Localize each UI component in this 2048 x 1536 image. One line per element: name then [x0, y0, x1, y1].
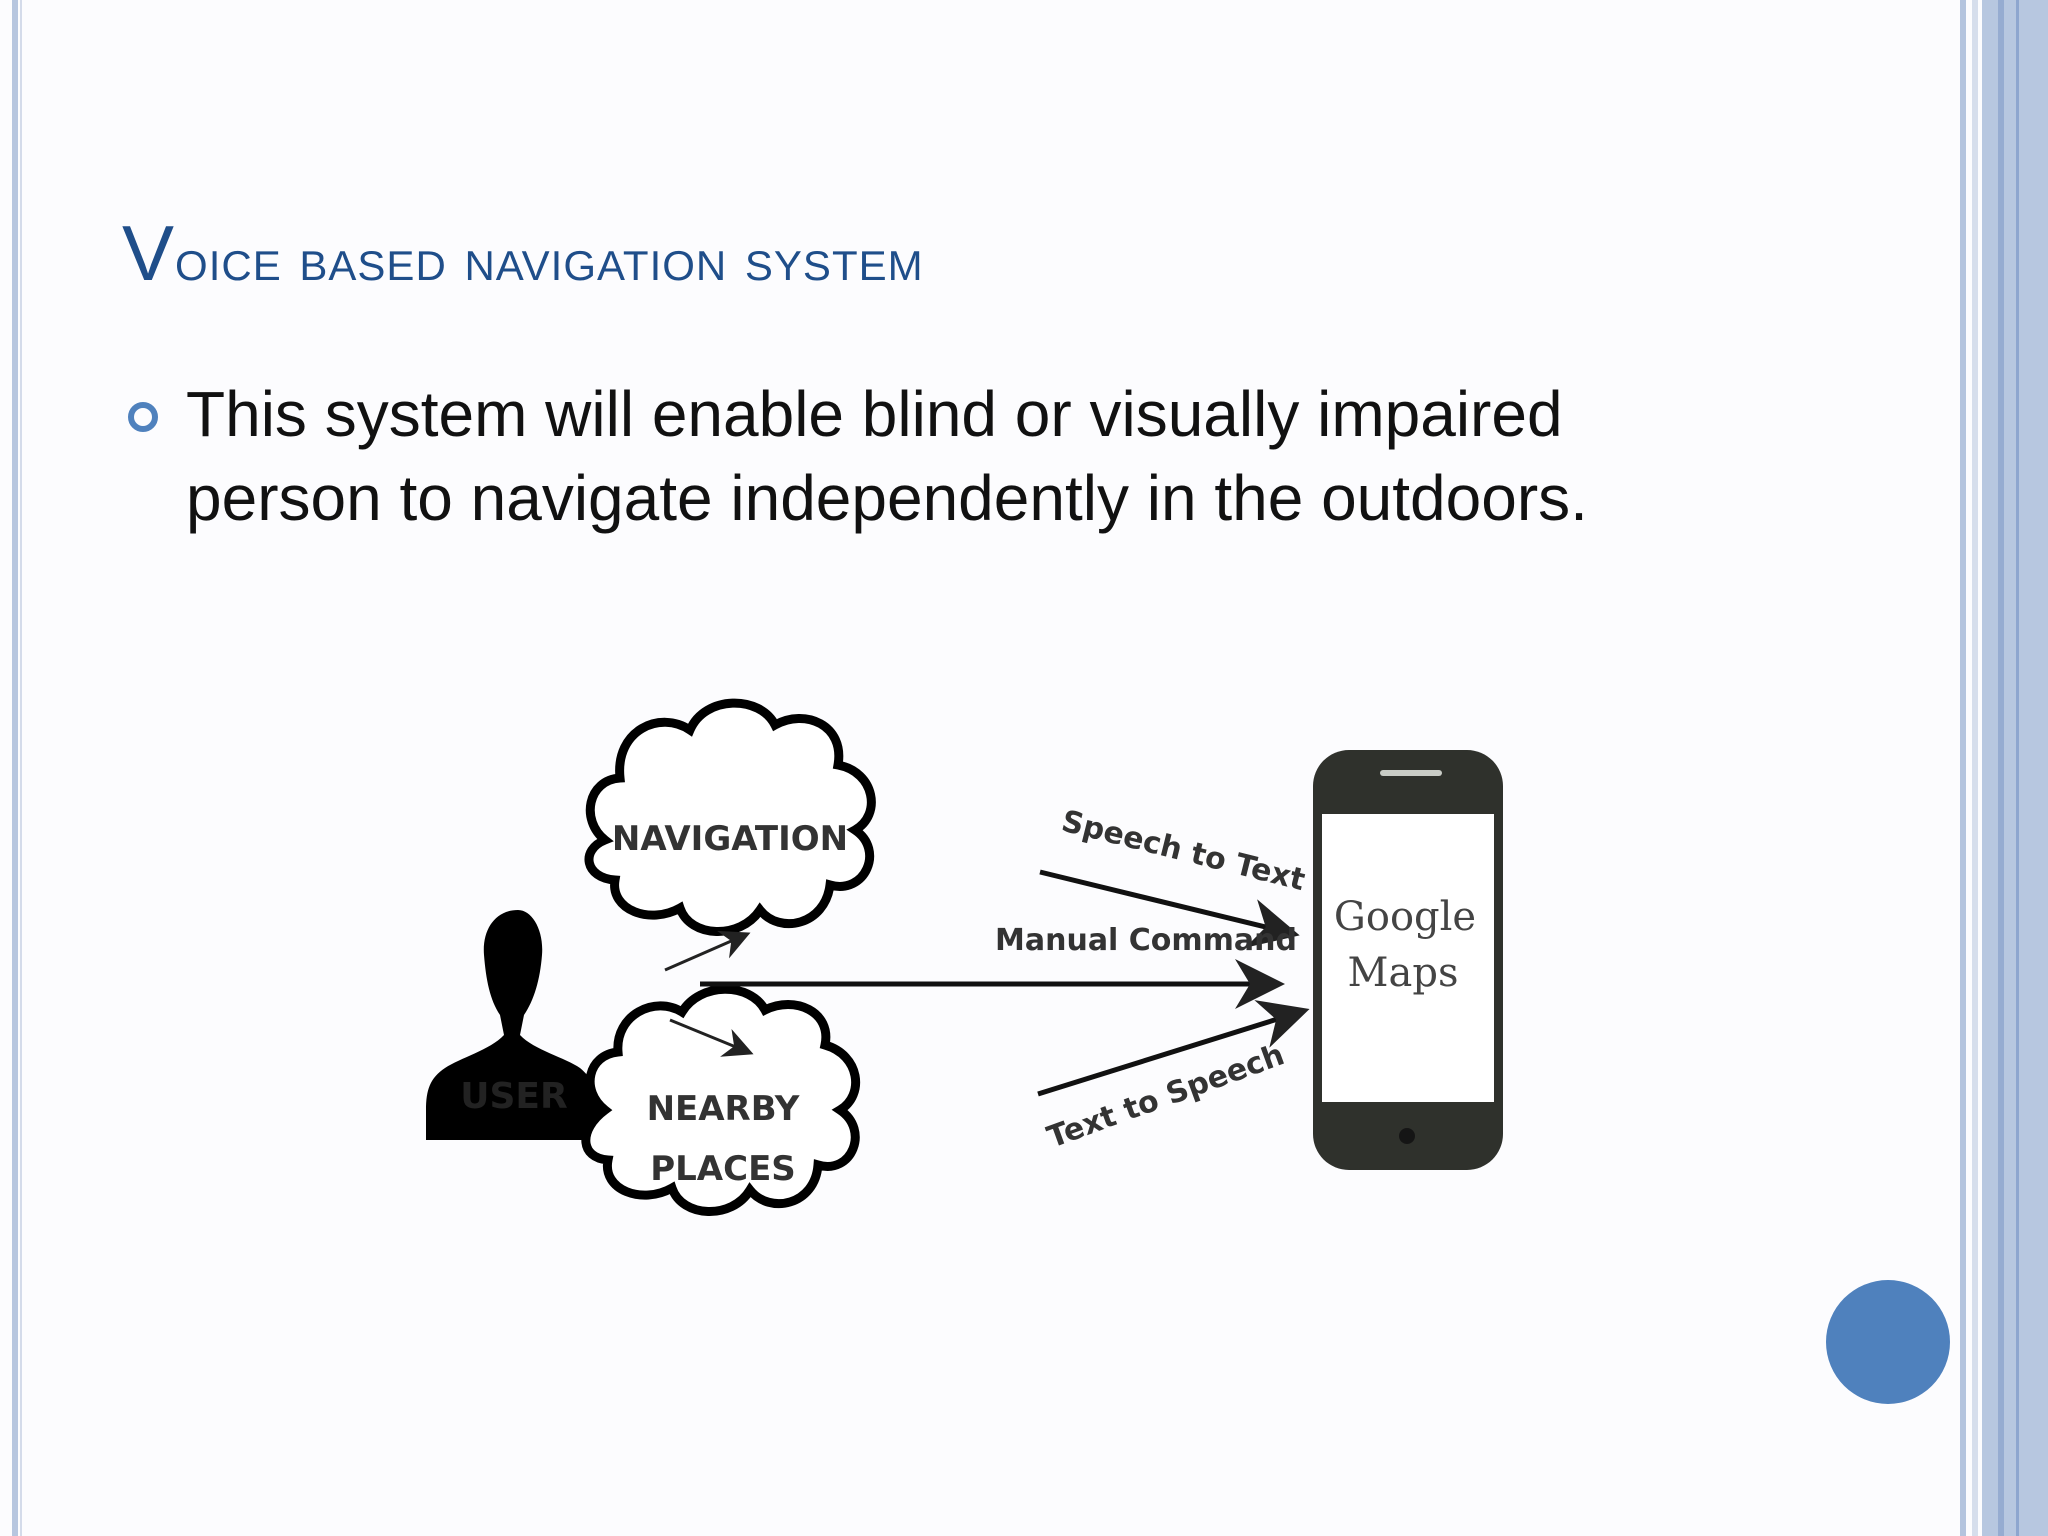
frame-right-stripe-2: [2016, 0, 2019, 1536]
frame-left-line: [12, 0, 18, 1536]
frame-left-line-inner: [20, 0, 22, 1536]
user-silhouette-icon: [426, 910, 598, 1140]
manual-command-label: Manual Command: [995, 923, 1297, 958]
slide-title-rest: oice based navigation system: [175, 226, 924, 293]
cloud-nearby-line2: PLACES: [650, 1149, 796, 1189]
navigation-diagram: USER NAVIGATION NEARBY PLACES Speech to …: [426, 698, 1503, 1216]
navigation-cloud: [584, 698, 876, 936]
corner-decoration-circle: [1826, 1280, 1950, 1404]
text-to-speech-arrow: [1037, 1000, 1310, 1097]
frame-right-band: [1982, 0, 2048, 1536]
phone-icon: [1313, 750, 1503, 1170]
user-to-navigation-arrow: [664, 930, 751, 972]
cloud-nearby-line1: NEARBY: [647, 1089, 800, 1129]
frame-right-line-inner: [1972, 0, 1978, 1536]
speech-to-text-arrow: [1039, 869, 1300, 948]
bullet-circle-icon: [128, 402, 158, 432]
bullet-text: This system will enable blind or visuall…: [186, 378, 1588, 534]
nearby-places-cloud: [581, 984, 860, 1216]
phone-maps-label: Maps: [1348, 950, 1459, 996]
cloud-navigation-label: NAVIGATION: [612, 819, 848, 859]
user-to-nearby-arrow: [669, 1018, 754, 1057]
slide-title: Voice based navigation system: [122, 208, 924, 299]
user-label: USER: [460, 1076, 567, 1117]
slide-title-initial: V: [122, 209, 176, 297]
frame-right-line: [1960, 0, 1966, 1536]
frame-right-stripe: [1998, 0, 2004, 1536]
phone-google-label: Google: [1334, 894, 1476, 940]
